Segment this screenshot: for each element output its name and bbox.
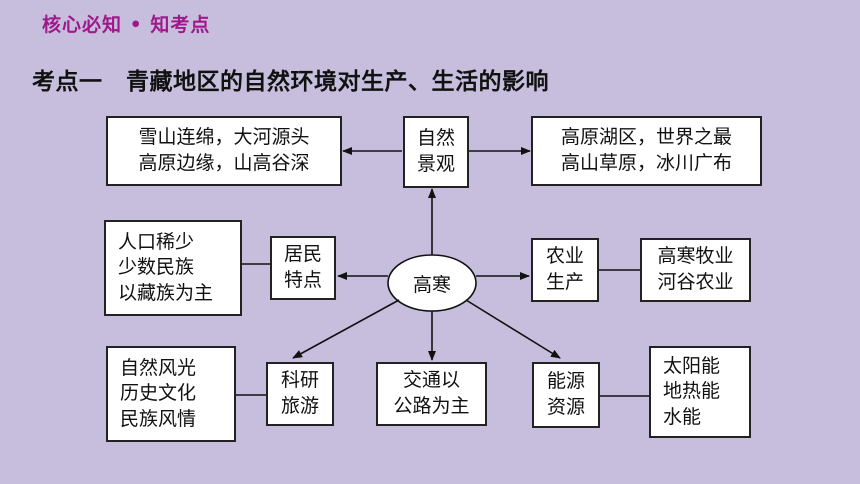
residents-detail-line-1: 人口稀少 bbox=[118, 230, 195, 253]
energy-detail-line-3: 水能 bbox=[663, 405, 702, 428]
research-detail-box: 自然风光 历史文化 民族风情 bbox=[106, 346, 236, 442]
energy-line-1: 能源 bbox=[546, 370, 585, 393]
residents-detail-line-2: 少数民族 bbox=[118, 256, 195, 279]
research-detail-line-1: 自然风光 bbox=[120, 356, 197, 379]
residents-detail-box: 人口稀少 少数民族 以藏族为主 bbox=[104, 220, 242, 316]
landscape-left-line-2: 高原边缘，山高谷深 bbox=[138, 152, 310, 174]
center-node-cold: 高寒 bbox=[412, 273, 451, 296]
agriculture-box: 农业 生产 bbox=[531, 238, 599, 302]
energy-detail-box: 太阳能 地热能 水能 bbox=[649, 346, 751, 438]
natural-landscape-line-1: 自然 bbox=[416, 127, 455, 150]
arrow-to-research bbox=[292, 299, 400, 359]
landscape-left-box: 雪山连绵，大河源头 高原边缘，山高谷深 bbox=[106, 116, 342, 186]
agriculture-detail-line-2: 河谷农业 bbox=[657, 271, 734, 293]
residents-detail-line-3: 以藏族为主 bbox=[118, 281, 214, 304]
page-title: 考点一 青藏地区的自然环境对生产、生活的影响 bbox=[32, 69, 549, 95]
section-header: 核心必知 • 知考点 bbox=[42, 14, 211, 36]
residents-line-1: 居民 bbox=[283, 243, 322, 266]
transport-line-2: 公路为主 bbox=[393, 395, 470, 417]
energy-box: 能源 资源 bbox=[532, 362, 600, 428]
transport-line-1: 交通以 bbox=[402, 369, 460, 392]
agriculture-line-1: 农业 bbox=[545, 245, 584, 268]
natural-landscape-line-2: 景观 bbox=[416, 153, 455, 175]
energy-line-2: 资源 bbox=[546, 396, 585, 418]
energy-detail-line-1: 太阳能 bbox=[663, 354, 721, 377]
research-detail-line-2: 历史文化 bbox=[120, 382, 197, 405]
research-tourism-line-2: 旅游 bbox=[280, 395, 319, 417]
research-detail-line-3: 民族风情 bbox=[120, 407, 197, 430]
arrow-to-energy bbox=[465, 299, 561, 359]
natural-landscape-box: 自然 景观 bbox=[403, 116, 469, 188]
agriculture-line-2: 生产 bbox=[545, 271, 584, 293]
residents-box: 居民 特点 bbox=[270, 236, 336, 300]
research-tourism-box: 科研 旅游 bbox=[266, 362, 334, 426]
landscape-right-line-2: 高山草原，冰川广布 bbox=[560, 152, 732, 174]
landscape-right-box: 高原湖区，世界之最 高山草原，冰川广布 bbox=[531, 116, 762, 186]
agriculture-detail-box: 高寒牧业 河谷农业 bbox=[640, 238, 751, 302]
research-tourism-line-1: 科研 bbox=[280, 369, 319, 392]
transport-box: 交通以 公路为主 bbox=[376, 362, 487, 426]
residents-line-2: 特点 bbox=[283, 269, 322, 291]
energy-detail-line-2: 地热能 bbox=[663, 380, 721, 403]
landscape-left-line-1: 雪山连绵，大河源头 bbox=[138, 126, 310, 149]
agriculture-detail-line-1: 高寒牧业 bbox=[657, 245, 734, 268]
landscape-right-line-1: 高原湖区，世界之最 bbox=[560, 126, 732, 149]
